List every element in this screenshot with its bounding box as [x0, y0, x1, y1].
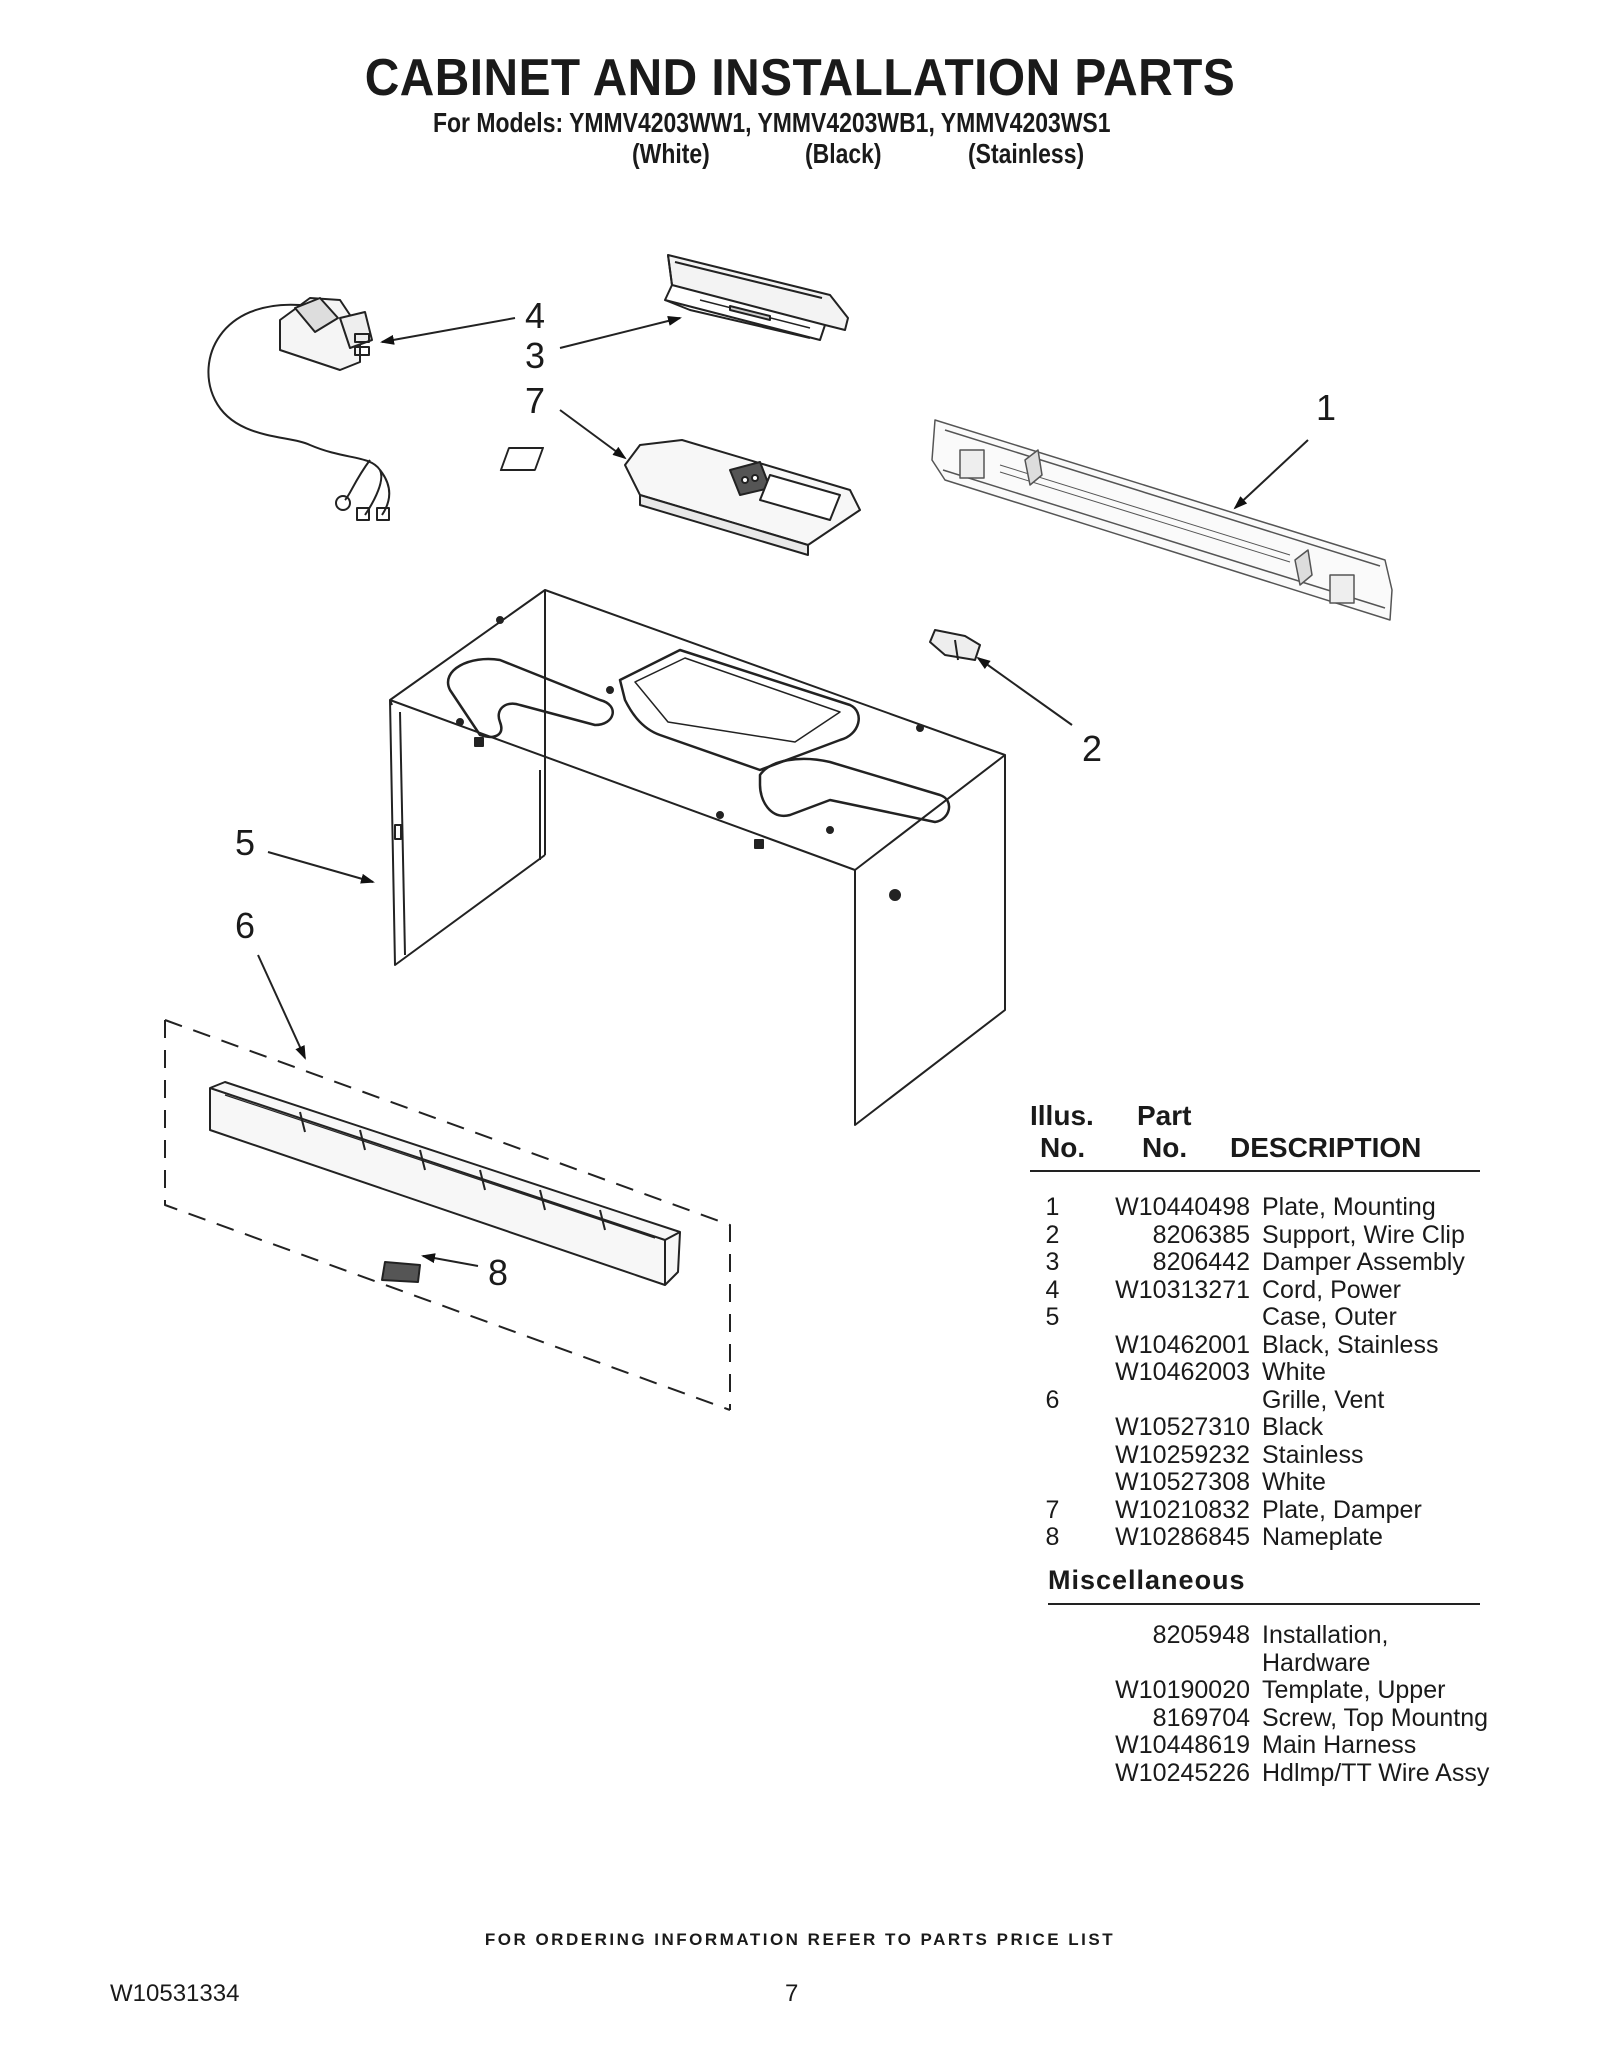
- part-description: Case, Outer: [1262, 1303, 1397, 1331]
- part-no: W10210832: [1115, 1495, 1250, 1524]
- callout-7: 7: [525, 380, 546, 421]
- power-cord-part: [207, 297, 391, 521]
- part-no: W10245226: [1115, 1758, 1250, 1787]
- part-no: 8169704: [1152, 1703, 1250, 1732]
- part-description: Stainless: [1262, 1440, 1364, 1469]
- part-no: W10527308: [1115, 1468, 1250, 1496]
- page-title: CABINET AND INSTALLATION PARTS: [364, 49, 1236, 107]
- part-no: 8206385: [1152, 1220, 1250, 1249]
- models-line: For Models: YMMV4203WW1, YMMV4203WB1, YM…: [433, 107, 1111, 138]
- part-no: 8205948: [1152, 1621, 1250, 1649]
- part-description: Template, Upper: [1262, 1676, 1446, 1704]
- header-part-line2: No.: [1142, 1132, 1188, 1163]
- part-no: W10440498: [1115, 1193, 1250, 1221]
- callout-4: 4: [525, 295, 546, 336]
- part-description: Plate, Mounting: [1262, 1193, 1436, 1221]
- leader-arrow-2: [976, 656, 1073, 726]
- leader-arrow-3: [559, 316, 682, 349]
- header-description: DESCRIPTION: [1230, 1132, 1422, 1163]
- callout-1: 1: [1316, 387, 1337, 428]
- damper-assembly-part: [664, 254, 849, 341]
- header-part-line1: Part: [1137, 1100, 1192, 1131]
- leader-arrow-8: [421, 1253, 479, 1267]
- part-description: Nameplate: [1262, 1523, 1383, 1551]
- part-no: W10190020: [1115, 1676, 1250, 1704]
- leader-arrow-4: [380, 317, 516, 345]
- illus-no: 1: [1045, 1193, 1060, 1221]
- part-no: W10448619: [1115, 1731, 1250, 1759]
- parts-header-rule: [1030, 1170, 1480, 1172]
- part-no: W10286845: [1115, 1523, 1250, 1551]
- color-stainless: (Stainless): [968, 138, 1085, 169]
- part-no: 8206442: [1152, 1248, 1250, 1276]
- leader-arrow-5: [267, 851, 375, 884]
- miscellaneous-title: Miscellaneous: [1048, 1565, 1246, 1595]
- part-description: Black: [1262, 1413, 1324, 1441]
- illus-no: 8: [1045, 1523, 1060, 1551]
- part-description: Cord, Power: [1262, 1275, 1401, 1304]
- callout-3: 3: [525, 335, 546, 376]
- color-white: (White): [632, 138, 710, 169]
- part-description: Main Harness: [1262, 1731, 1417, 1759]
- page-number: 7: [785, 1980, 799, 2007]
- part-description: Grille, Vent: [1262, 1385, 1385, 1414]
- illus-no: 7: [1045, 1495, 1060, 1524]
- part-no: W10527310: [1115, 1413, 1250, 1441]
- header-illus-line1: Illus.: [1030, 1100, 1094, 1131]
- part-description: Installation,: [1262, 1621, 1389, 1649]
- part-description: Plate, Damper: [1262, 1495, 1422, 1524]
- part-no: W10462001: [1115, 1330, 1250, 1359]
- color-black: (Black): [805, 138, 882, 169]
- part-description: White: [1262, 1468, 1326, 1496]
- vent-grille-part: [209, 1081, 681, 1286]
- part-description: Screw, Top Mountng: [1262, 1703, 1489, 1732]
- illus-no: 5: [1045, 1303, 1060, 1331]
- outer-case-part: [389, 589, 1006, 1126]
- part-description: Damper Assembly: [1262, 1248, 1465, 1276]
- illus-no: 3: [1045, 1248, 1060, 1276]
- grille-dashed-enclosure: [164, 1019, 731, 1411]
- callout-8: 8: [488, 1252, 509, 1293]
- part-no: W10313271: [1115, 1275, 1250, 1304]
- wire-clip-support-part: [929, 629, 981, 661]
- illus-no: 2: [1045, 1220, 1060, 1249]
- damper-plate-part: [499, 439, 861, 556]
- leader-arrow-6: [257, 954, 306, 1060]
- part-no: W10259232: [1115, 1440, 1250, 1469]
- part-description: Hardware: [1262, 1648, 1371, 1677]
- leader-arrow-7: [559, 409, 627, 460]
- header-illus-line2: No.: [1040, 1132, 1086, 1163]
- callout-6: 6: [235, 905, 256, 946]
- illus-no: 6: [1045, 1385, 1060, 1414]
- part-description: Hdlmp/TT Wire Assy: [1262, 1758, 1490, 1787]
- miscellaneous-rule: [1048, 1603, 1480, 1605]
- part-description: White: [1262, 1358, 1326, 1386]
- mounting-plate-part: [931, 419, 1393, 621]
- callout-2: 2: [1082, 728, 1103, 769]
- ordering-note: FOR ORDERING INFORMATION REFER TO PARTS …: [484, 1930, 1116, 1949]
- illus-no: 4: [1045, 1275, 1060, 1304]
- leader-arrow-1: [1233, 439, 1309, 510]
- callout-5: 5: [235, 822, 256, 863]
- part-description: Support, Wire Clip: [1262, 1220, 1465, 1249]
- part-no: W10462003: [1115, 1358, 1250, 1386]
- document-number: W10531334: [110, 1980, 240, 2007]
- part-description: Black, Stainless: [1262, 1330, 1439, 1359]
